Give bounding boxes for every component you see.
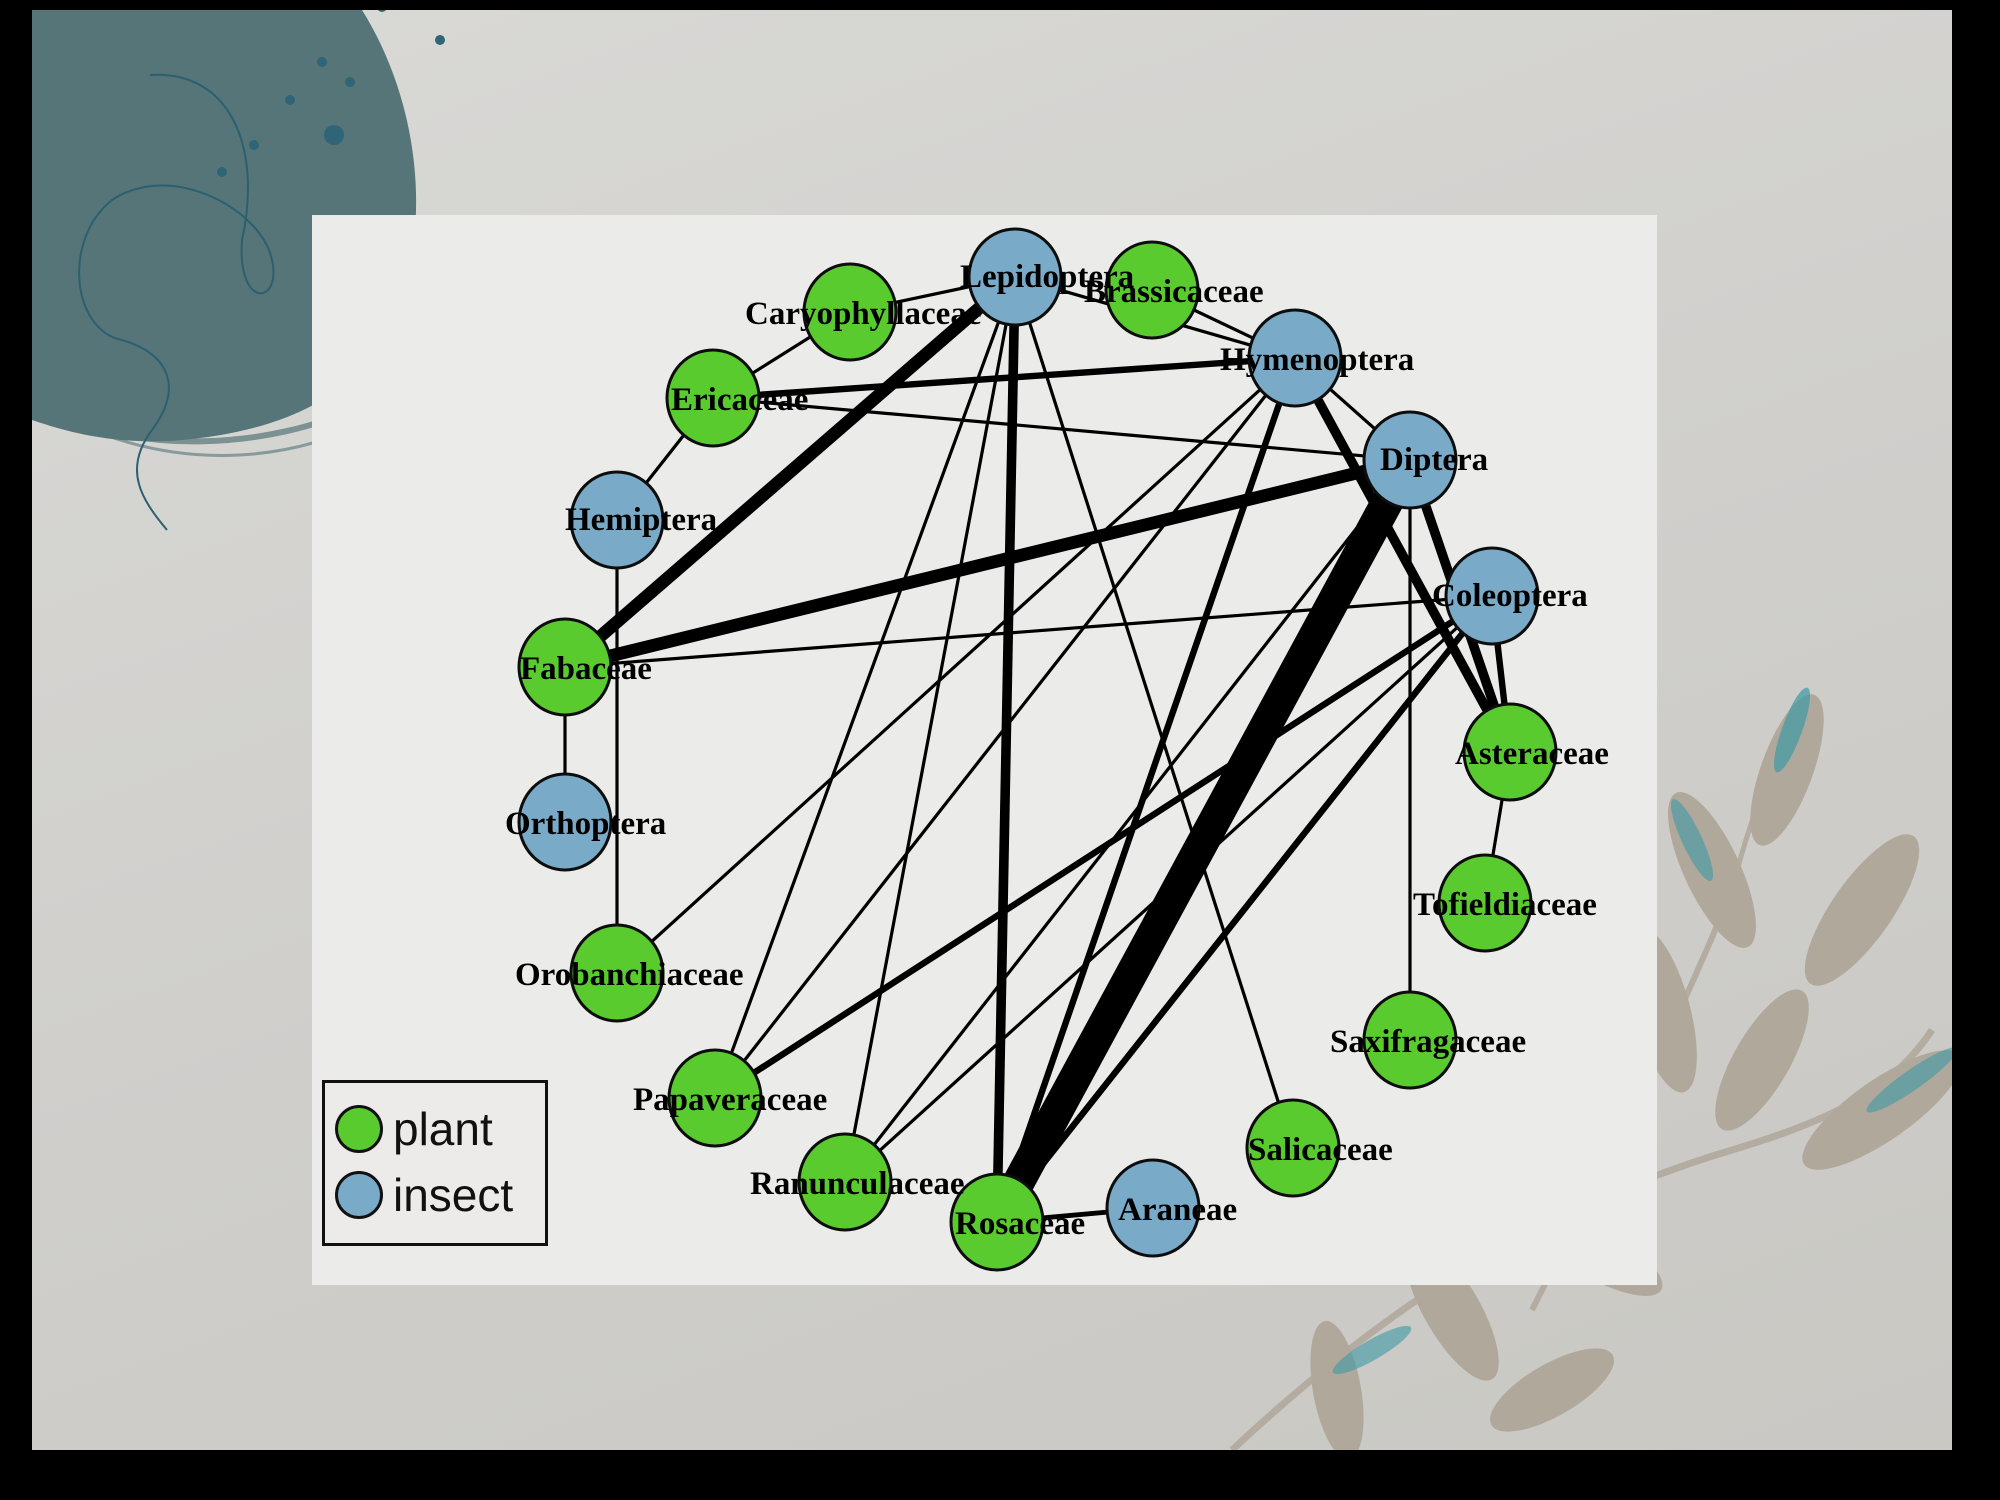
node-label-hymenoptera: Hymenoptera [1220, 342, 1414, 378]
node-ranunculaceae[interactable] [797, 1132, 893, 1232]
node-ericaceae[interactable] [665, 348, 761, 448]
node-saxifragaceae[interactable] [1362, 990, 1458, 1090]
teal-dots-decoration [217, 10, 445, 177]
edge-diptera-ranunculaceae [843, 459, 1412, 1183]
edge-hymenoptera-ericaceae [712, 354, 1296, 402]
node-label-orthoptera: Orthoptera [505, 806, 666, 842]
node-diptera[interactable] [1362, 410, 1458, 510]
node-label-araneae: Araneae [1118, 1192, 1237, 1228]
node-papaveraceae[interactable] [667, 1048, 763, 1148]
node-label-lepidoptera: Lepidoptera [960, 259, 1134, 295]
node-label-hemiptera: Hemiptera [565, 502, 717, 538]
plant-swatch-icon [335, 1105, 383, 1153]
legend-item-insect: insect [335, 1171, 513, 1219]
edge-hymenoptera-orobanchiaceae [615, 356, 1297, 975]
legend-label-insect: insect [393, 1169, 514, 1221]
node-araneae[interactable] [1105, 1158, 1201, 1258]
edge-hymenoptera-asteraceae [1290, 355, 1515, 755]
node-label-caryophyllaceae: Caryophyllaceae [745, 296, 981, 332]
node-label-saxifragaceae: Saxifragaceae [1330, 1024, 1526, 1060]
edge-ericaceae-diptera [712, 396, 1411, 462]
node-hemiptera[interactable] [569, 470, 665, 570]
edge-diptera-fabaceae [563, 453, 1412, 674]
node-lepidoptera[interactable] [967, 227, 1063, 327]
nodes-layer [517, 227, 1558, 1272]
node-label-fabaceae: Fabaceae [520, 651, 652, 687]
legend: plant insect [322, 1080, 548, 1246]
legend-label-plant: plant [393, 1103, 493, 1155]
node-label-ericaceae: Ericaceae [671, 382, 808, 418]
legend-item-plant: plant [335, 1105, 493, 1153]
node-caryophyllaceae[interactable] [802, 262, 898, 362]
node-label-brassicaceae: Brassicaceae [1084, 274, 1264, 310]
edge-lepidoptera-ranunculaceae [843, 276, 1017, 1183]
edge-lepidoptera-papaveraceae [713, 276, 1017, 1099]
node-label-orobanchiaceae: Orobanchiaceae [515, 957, 744, 993]
node-tofieldiaceae[interactable] [1437, 853, 1533, 953]
edges-layer [560, 272, 1515, 1230]
node-fabaceae[interactable] [517, 617, 613, 717]
node-asteraceae[interactable] [1462, 702, 1558, 802]
node-label-rosaceae: Rosaceae [955, 1206, 1085, 1242]
edge-lepidoptera-rosaceae [992, 276, 1020, 1223]
node-orobanchiaceae[interactable] [569, 923, 665, 1023]
insect-swatch-icon [335, 1171, 383, 1219]
edge-diptera-rosaceae [982, 452, 1425, 1230]
node-label-tofieldiaceae: Tofieldiaceae [1413, 887, 1597, 923]
node-label-salicaceae: Salicaceae [1248, 1132, 1393, 1168]
node-label-diptera: Diptera [1380, 442, 1488, 478]
node-label-asteraceae: Asteraceae [1455, 736, 1609, 772]
edge-lepidoptera-fabaceae [560, 272, 1020, 672]
node-brassicaceae[interactable] [1104, 240, 1200, 340]
edge-coleoptera-ranunculaceae [843, 594, 1494, 1184]
edge-lepidoptera-salicaceae [1013, 276, 1295, 1149]
node-rosaceae[interactable] [949, 1172, 1045, 1272]
node-orthoptera[interactable] [517, 772, 613, 872]
edge-hymenoptera-rosaceae [993, 356, 1299, 1224]
node-label-papaveraceae: Papaveraceae [633, 1082, 827, 1118]
node-label-ranunculaceae: Ranunculaceae [750, 1166, 965, 1202]
node-hymenoptera[interactable] [1247, 308, 1343, 408]
edge-coleoptera-papaveraceae [713, 593, 1494, 1101]
edge-fabaceae-coleoptera [564, 594, 1493, 669]
edge-hymenoptera-papaveraceae [713, 357, 1297, 1099]
node-salicaceae[interactable] [1245, 1098, 1341, 1198]
labels-layer: LepidopteraBrassicaceaeHymenopteraDipter… [505, 259, 1609, 1242]
node-coleoptera[interactable] [1444, 546, 1540, 646]
node-label-coleoptera: Coleoptera [1432, 578, 1588, 614]
